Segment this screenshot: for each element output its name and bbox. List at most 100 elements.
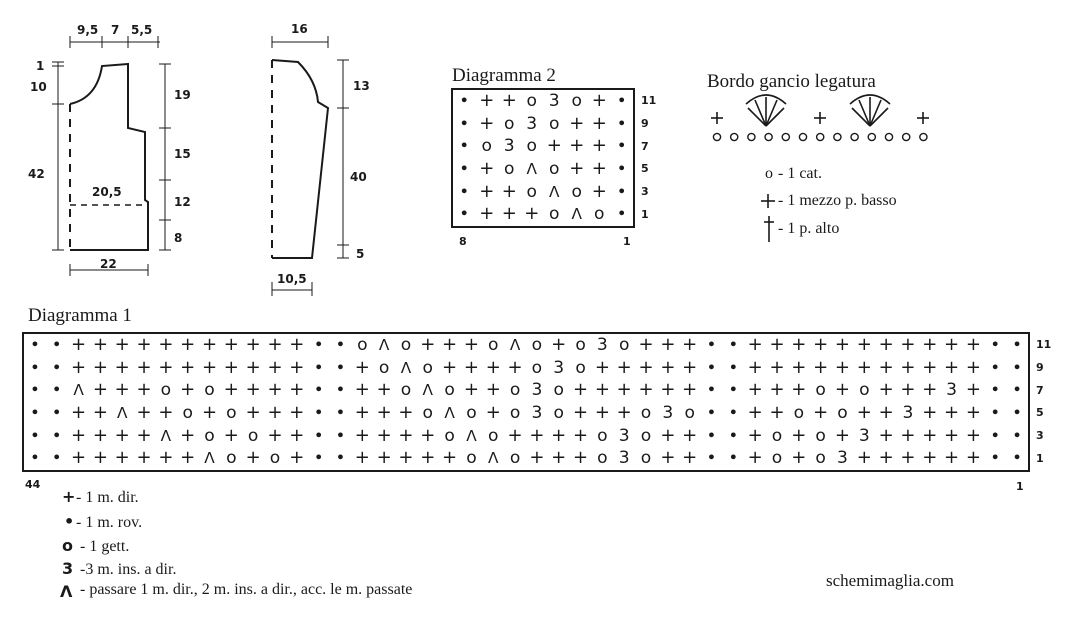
grid-cell: +: [71, 424, 87, 446]
grid-cell: +: [546, 135, 562, 157]
grid-cell: +: [965, 447, 981, 469]
grid-cell: +: [569, 158, 585, 179]
grid-cell: +: [398, 424, 414, 446]
grid-cell: +: [682, 379, 698, 401]
chain-stitch: [712, 132, 722, 142]
grid-cell: +: [813, 402, 829, 423]
grid-cell: o: [597, 448, 608, 469]
dim-sleeve-bottom: 10,5: [277, 272, 307, 286]
grid-cell: +: [485, 402, 501, 423]
grid-cell: 3: [526, 113, 538, 134]
grid-cell: +: [791, 334, 807, 355]
grid-cell: +: [922, 356, 938, 378]
grid-cell: +: [569, 112, 585, 134]
grid-cell: +: [479, 158, 495, 179]
grid-cell: +: [856, 356, 872, 378]
diagram1-title: Diagramma 1: [28, 305, 132, 326]
grid-cell: +: [769, 402, 785, 423]
grid-cell: o: [466, 448, 477, 469]
grid-cell: o: [160, 380, 172, 401]
grid-cell: +: [442, 356, 458, 378]
grid-cell: +: [463, 379, 479, 401]
grid-cell: +: [616, 356, 632, 378]
grid-cell: +: [158, 356, 174, 378]
grid-cell: +: [223, 334, 239, 355]
grid-cell: +: [944, 424, 960, 446]
grid-cell: o: [594, 204, 605, 225]
grid-cell: +: [922, 447, 938, 469]
grid-cell: +: [92, 424, 108, 446]
grid-cell: o: [526, 181, 537, 202]
grid-cell: +: [201, 334, 218, 355]
chain-stitch: [850, 132, 859, 142]
grid-cell: o: [204, 425, 215, 446]
grid-cell: +: [965, 334, 981, 355]
grid-cell: +: [682, 356, 698, 378]
chain-stitch: [919, 132, 928, 142]
grid-cell: o: [771, 425, 783, 446]
grid-cell: +: [529, 447, 545, 469]
grid-cell: o: [226, 403, 237, 423]
grid-cell: Λ: [400, 358, 412, 377]
grid-cell: +: [463, 334, 479, 355]
row-label: 1: [641, 207, 649, 221]
grid-cell: Λ: [378, 336, 390, 354]
grid-cell: +: [136, 379, 152, 401]
grid-cell: +: [114, 424, 130, 446]
grid-cell: o: [597, 425, 608, 446]
diagram1-col-first: 44: [25, 478, 41, 491]
grid-cell: +: [747, 402, 763, 423]
grid-cell: +: [834, 424, 851, 446]
grid-cell: +: [245, 402, 261, 423]
grid-cell: +: [289, 447, 305, 469]
grid-cell: o: [526, 136, 537, 157]
legend-k3tog-sym: 3: [62, 559, 74, 578]
watermark: schemimaglia.com: [826, 571, 954, 590]
grid-cell: +: [573, 402, 589, 423]
grid-cell: o: [531, 357, 543, 378]
grid-cell: •: [336, 405, 345, 421]
grid-cell: o: [378, 357, 390, 378]
grid-cell: 3: [837, 448, 848, 469]
grid-cell: +: [638, 334, 654, 355]
grid-cell: +: [420, 424, 436, 446]
legend-knit-sym: +: [62, 487, 76, 506]
diagram2-col-last: 1: [623, 235, 631, 248]
grid-cell: •: [52, 359, 62, 376]
grid-cell: o: [466, 403, 477, 423]
grid-cell: +: [71, 402, 87, 423]
grid-cell: +: [245, 447, 261, 469]
grid-cell: •: [617, 161, 627, 177]
grid-cell: +: [245, 379, 261, 401]
grid-cell: o: [571, 181, 582, 202]
grid-cell: +: [245, 334, 261, 355]
chain-stitch: [867, 132, 877, 142]
grid-cell: +: [463, 356, 479, 378]
grid-cell: +: [660, 379, 676, 401]
grid-cell: +: [420, 334, 436, 355]
grid-cell: •: [1012, 405, 1022, 421]
grid-cell: o: [526, 91, 537, 111]
grid-cell: +: [180, 424, 196, 446]
grid-cell: +: [267, 379, 283, 401]
diagram2-col-first: 8: [459, 235, 467, 248]
grid-cell: +: [660, 334, 676, 355]
grid-cell: +: [965, 402, 981, 423]
grid-cell: +: [591, 112, 607, 134]
grid-cell: +: [479, 203, 495, 225]
chain-stitch: [901, 132, 911, 142]
row-label: 3: [641, 185, 649, 198]
sleeve-outline: [271, 59, 330, 259]
grid-cell: +: [71, 447, 87, 469]
grid-cell: +: [682, 334, 698, 355]
row-label: 5: [641, 162, 649, 176]
grid-cell: +: [114, 379, 130, 401]
grid-cell: +: [485, 356, 501, 378]
grid-cell: o: [837, 403, 848, 423]
chain-stitch: [781, 132, 791, 142]
back-panel-outline: [69, 62, 149, 251]
grid-cell: •: [707, 450, 716, 467]
grid-cell: +: [965, 356, 981, 378]
grid-cell: •: [336, 427, 345, 444]
